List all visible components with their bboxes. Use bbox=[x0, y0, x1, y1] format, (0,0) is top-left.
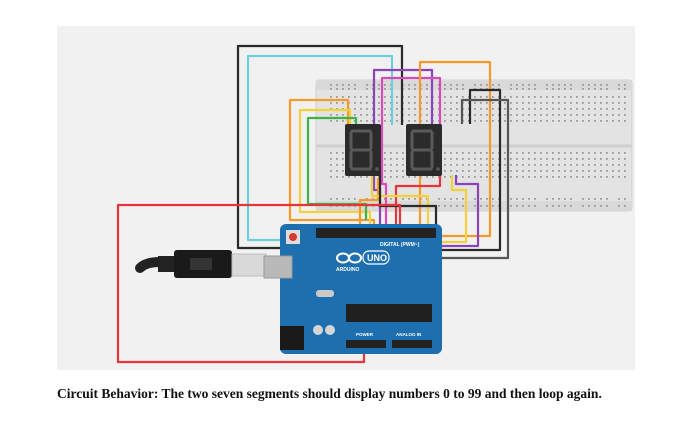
wire-orange-left bbox=[288, 98, 376, 230]
arduino-brand-text: ARDUINO bbox=[336, 267, 359, 273]
caption-text: Circuit Behavior: The two seven segments… bbox=[57, 386, 602, 401]
power-jack bbox=[280, 326, 304, 350]
arduino-uno-board[interactable]: DIGITAL (PWM~) UNO ARDUINO POWER ANALOG … bbox=[263, 224, 442, 354]
wire-orange-inner bbox=[358, 178, 380, 230]
digital-label: DIGITAL (PWM~) bbox=[380, 242, 420, 248]
wire-yellow-left bbox=[298, 108, 372, 224]
power-header bbox=[346, 340, 386, 348]
wire-orange-right bbox=[418, 60, 492, 238]
wire-green bbox=[306, 116, 368, 220]
analog-header bbox=[392, 340, 432, 348]
wire-black-lower bbox=[378, 175, 438, 230]
seven-segment-left[interactable] bbox=[345, 124, 381, 176]
microcontroller-chip bbox=[346, 304, 432, 322]
uno-logo-text: UNO bbox=[367, 253, 387, 263]
wire-yellow-inner bbox=[370, 175, 430, 230]
seven-segment-right[interactable] bbox=[406, 124, 442, 176]
analog-label: ANALOG IN bbox=[396, 332, 421, 337]
wire-magenta bbox=[380, 76, 442, 230]
digital-header bbox=[316, 228, 436, 238]
circuit-diagram: DIGITAL (PWM~) UNO ARDUINO POWER ANALOG … bbox=[116, 44, 633, 364]
wire-red-power bbox=[116, 203, 402, 364]
power-label: POWER bbox=[356, 332, 374, 337]
usb-cable[interactable] bbox=[135, 250, 267, 278]
wire-red-inner bbox=[394, 175, 442, 230]
